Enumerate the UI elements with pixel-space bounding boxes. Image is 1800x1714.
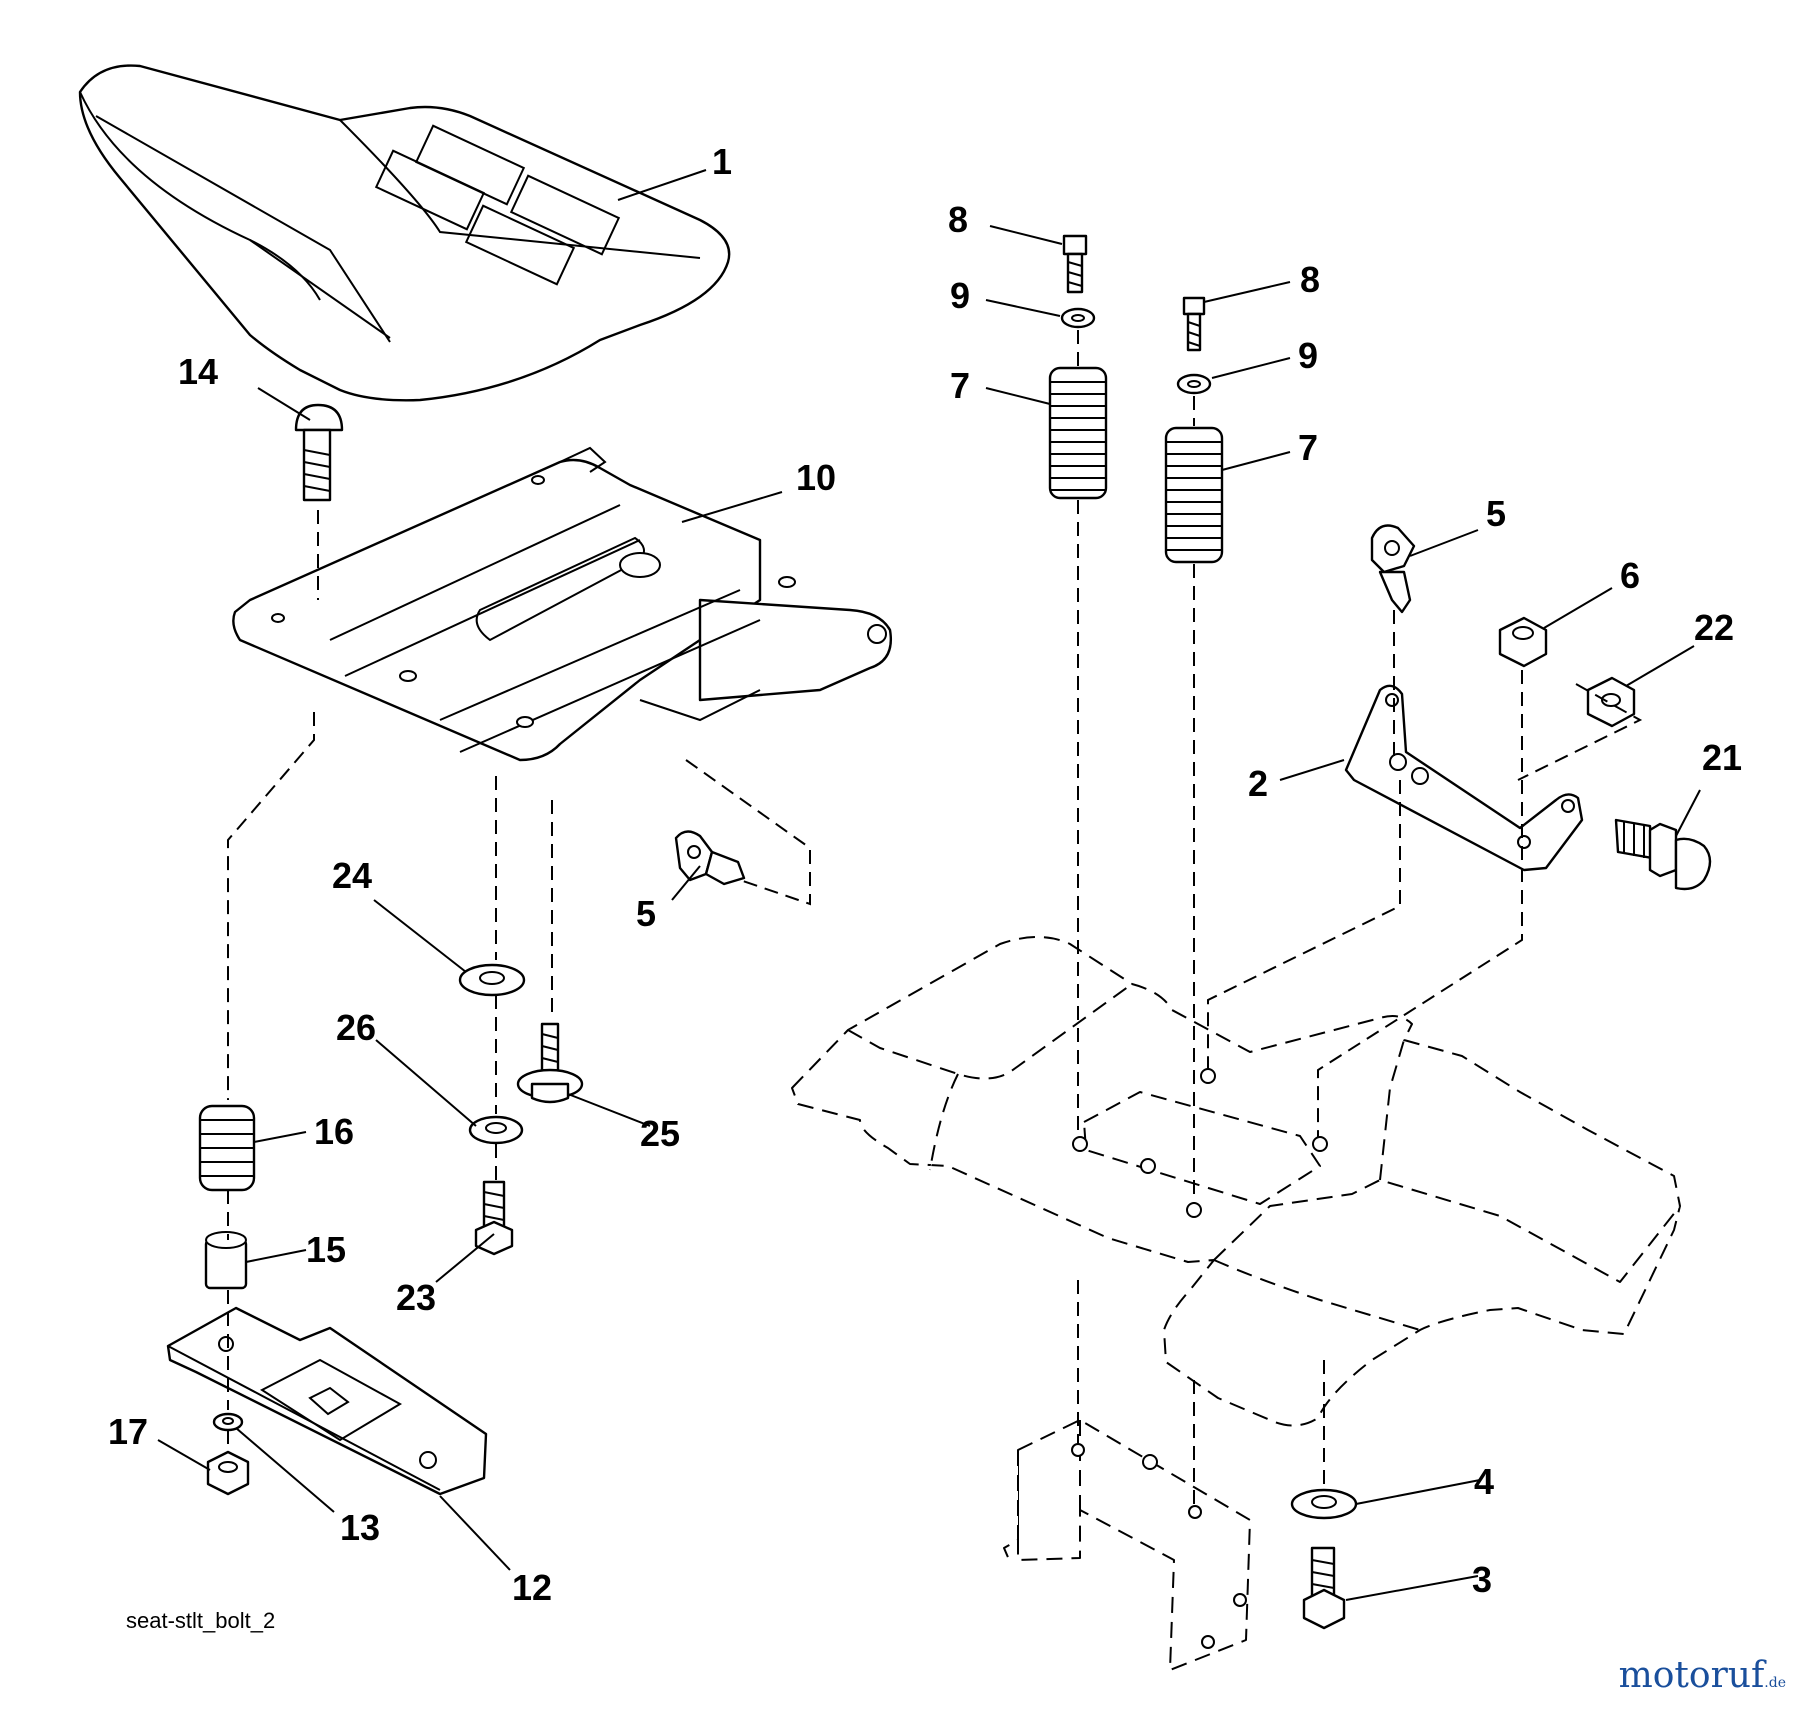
washer-9-right: [1176, 373, 1212, 395]
washer-4: [1290, 1488, 1358, 1520]
callout-10: 10: [796, 457, 836, 498]
callout-7b: 7: [1298, 427, 1318, 468]
callout-13: 13: [340, 1507, 380, 1548]
callout-8a: 8: [948, 199, 968, 240]
nut-6: [1498, 616, 1548, 668]
bolt-3: [1302, 1546, 1346, 1630]
callout-14: 14: [178, 351, 218, 392]
washer-9-left: [1060, 307, 1096, 329]
callout-1: 1: [712, 141, 732, 182]
callout-9b: 9: [1298, 335, 1318, 376]
callout-8b: 8: [1300, 259, 1320, 300]
knob-bolt-21: [1614, 818, 1712, 891]
callout-4: 4: [1474, 1461, 1494, 1502]
flange-bolt-25: [516, 1022, 584, 1104]
watermark-brand: motoruf: [1618, 1655, 1765, 1696]
spacer-15: [204, 1231, 248, 1290]
callout-3: 3: [1472, 1559, 1492, 1600]
callout-7a: 7: [950, 365, 970, 406]
fender-ghost: [791, 936, 1681, 1427]
callout-6: 6: [1620, 555, 1640, 596]
callout-15: 15: [306, 1229, 346, 1270]
callout-5b: 5: [636, 893, 656, 934]
callout-26: 26: [336, 1007, 376, 1048]
callout-labels: 1 14 10 8 9 7 8 9 7 5 6 22 2 21 5 24 26 …: [108, 141, 1742, 1608]
seat-pan-part: [232, 446, 892, 762]
spring-7-right: [1164, 426, 1224, 564]
bolt-23: [474, 1180, 514, 1256]
callout-12: 12: [512, 1567, 552, 1608]
leader-lines: [157, 169, 1701, 1601]
washer-13: [212, 1412, 244, 1432]
callout-21: 21: [1702, 737, 1742, 778]
callout-9a: 9: [950, 275, 970, 316]
carriage-bolt-14: [294, 403, 344, 502]
callout-24: 24: [332, 855, 372, 896]
watermark-logo: motoruf.de: [1619, 1655, 1786, 1696]
bracket-2: [1344, 684, 1584, 872]
nut-22: [1586, 676, 1636, 728]
bolt-8-left: [1062, 234, 1088, 294]
seat-part: [78, 64, 731, 402]
callout-22: 22: [1694, 607, 1734, 648]
washer-24: [458, 963, 526, 997]
watermark-tld: .de: [1764, 1675, 1786, 1691]
bolt-8-right: [1182, 296, 1206, 352]
spring-16: [198, 1104, 256, 1192]
lock-washer-26: [468, 1115, 524, 1145]
callout-2: 2: [1248, 763, 1268, 804]
assembly-lines: [227, 330, 1643, 1504]
callout-23: 23: [396, 1277, 436, 1318]
mount-bracket-ghost: [1003, 1419, 1251, 1671]
callout-25: 25: [640, 1113, 680, 1154]
slide-plate-12: [166, 1306, 488, 1496]
nut-17: [206, 1450, 250, 1496]
callout-5a: 5: [1486, 493, 1506, 534]
callout-17: 17: [108, 1411, 148, 1452]
drawing-caption: seat-stlt_bolt_2: [126, 1608, 275, 1633]
spring-7-left: [1048, 366, 1108, 500]
clip-5-left: [674, 830, 746, 886]
clip-5-right: [1370, 524, 1416, 614]
callout-16: 16: [314, 1111, 354, 1152]
